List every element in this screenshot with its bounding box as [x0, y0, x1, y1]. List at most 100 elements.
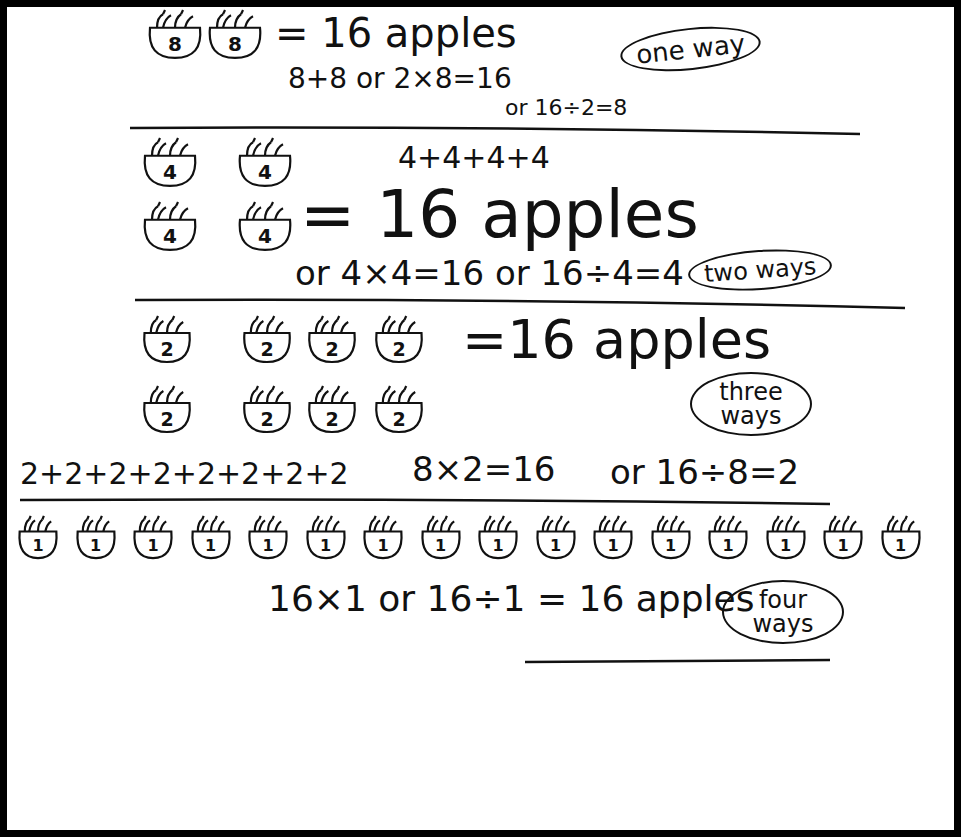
- apple-stem: [256, 391, 263, 403]
- apple-stem: [267, 320, 272, 333]
- basket-count: 1: [189, 538, 233, 554]
- apple-stem: [247, 142, 253, 156]
- apple-stem: [732, 516, 733, 520]
- apple-stem: [181, 10, 183, 14]
- apple-stem: [374, 520, 380, 531]
- ways-note: one way: [635, 30, 746, 67]
- circled-note: two ways: [687, 245, 834, 295]
- apple-stem: [259, 516, 260, 520]
- apple-stem: [215, 516, 216, 520]
- apple-stem: [505, 521, 511, 531]
- apple-basket: 1: [304, 514, 348, 560]
- basket-count: 4: [140, 162, 200, 182]
- apple-stem: [272, 386, 274, 390]
- apple-stem: [321, 316, 323, 320]
- basket-count: 2: [305, 410, 359, 429]
- apple-stem: [560, 516, 561, 520]
- apple-basket: 4: [235, 136, 295, 188]
- apple-stem: [103, 521, 109, 531]
- apple-stem: [850, 521, 856, 531]
- apple-stem: [217, 14, 223, 28]
- apple-stem: [167, 390, 172, 403]
- apple-stem: [905, 516, 906, 520]
- apple-stem: [247, 206, 253, 220]
- apple-stem: [223, 15, 231, 27]
- apple-stem: [678, 521, 684, 531]
- apple-stem: [563, 521, 569, 531]
- apple-stem: [383, 390, 388, 403]
- basket-count: 2: [240, 410, 294, 429]
- apple-stem: [332, 390, 337, 403]
- basket-count: 4: [140, 226, 200, 246]
- apple-basket: 1: [246, 514, 290, 560]
- apple-stem: [265, 142, 271, 156]
- apple-stem: [777, 520, 783, 531]
- apple-stem: [202, 516, 203, 520]
- apple-stem: [272, 316, 274, 320]
- apple-stem: [251, 390, 256, 403]
- apple-stem: [223, 10, 225, 14]
- apple-stem: [157, 14, 163, 28]
- apple-stem: [152, 206, 158, 220]
- divider-line: [130, 128, 860, 134]
- ways-note: two ways: [703, 254, 817, 286]
- apple-stem: [158, 207, 166, 219]
- apple-stem: [834, 520, 840, 531]
- apple-stem: [151, 390, 156, 403]
- apple-stem: [180, 144, 188, 155]
- apple-stem: [158, 202, 160, 206]
- apple-stem: [662, 516, 663, 520]
- basket-count: 1: [879, 538, 923, 554]
- apple-stem: [901, 520, 905, 532]
- apple-basket: 8: [145, 8, 205, 60]
- apple-stem: [390, 521, 396, 531]
- apple-stem: [441, 520, 445, 532]
- apple-stem: [317, 516, 318, 520]
- basket-count: 1: [16, 538, 60, 554]
- math-note: or 16÷8=2: [610, 455, 799, 491]
- apple-basket: 1: [419, 514, 463, 560]
- apple-stem: [251, 320, 256, 333]
- apple-stem: [158, 138, 160, 142]
- apple-basket: 1: [591, 514, 635, 560]
- apple-stem: [180, 208, 188, 219]
- apple-stem: [163, 10, 165, 14]
- basket-count: 1: [706, 538, 750, 554]
- apple-basket: 1: [131, 514, 175, 560]
- apple-stem: [547, 516, 548, 520]
- apple-stem: [790, 516, 791, 520]
- apple-basket: 1: [361, 514, 405, 560]
- apple-stem: [157, 516, 158, 520]
- apple-basket: 2: [240, 384, 294, 434]
- apple-stem: [176, 138, 178, 142]
- apple-stem: [387, 516, 388, 520]
- apple-stem: [330, 516, 331, 520]
- math-note: =16 apples: [462, 312, 771, 369]
- math-note: 8×2=16: [412, 452, 556, 488]
- apple-basket: 2: [372, 384, 426, 434]
- math-note: 2+2+2+2+2+2+2+2: [20, 458, 349, 490]
- apple-stem: [170, 206, 176, 220]
- apple-stem: [241, 10, 243, 14]
- basket-count: 2: [240, 340, 294, 359]
- apple-stem: [321, 391, 328, 403]
- apple-basket: 4: [140, 200, 200, 252]
- apple-stem: [337, 316, 339, 320]
- basket-count: 1: [476, 538, 520, 554]
- apple-basket: 4: [235, 200, 295, 252]
- apple-stem: [404, 386, 406, 390]
- apple-stem: [399, 390, 404, 403]
- apple-stem: [617, 516, 618, 520]
- apple-basket: 1: [74, 514, 118, 560]
- apple-stem: [170, 142, 176, 156]
- divider-line: [20, 500, 830, 505]
- divider-line: [525, 660, 830, 662]
- apple-stem: [253, 207, 261, 219]
- apple-stem: [38, 520, 42, 532]
- apple-stem: [271, 202, 273, 206]
- basket-count: 4: [235, 162, 295, 182]
- apple-stem: [547, 520, 553, 531]
